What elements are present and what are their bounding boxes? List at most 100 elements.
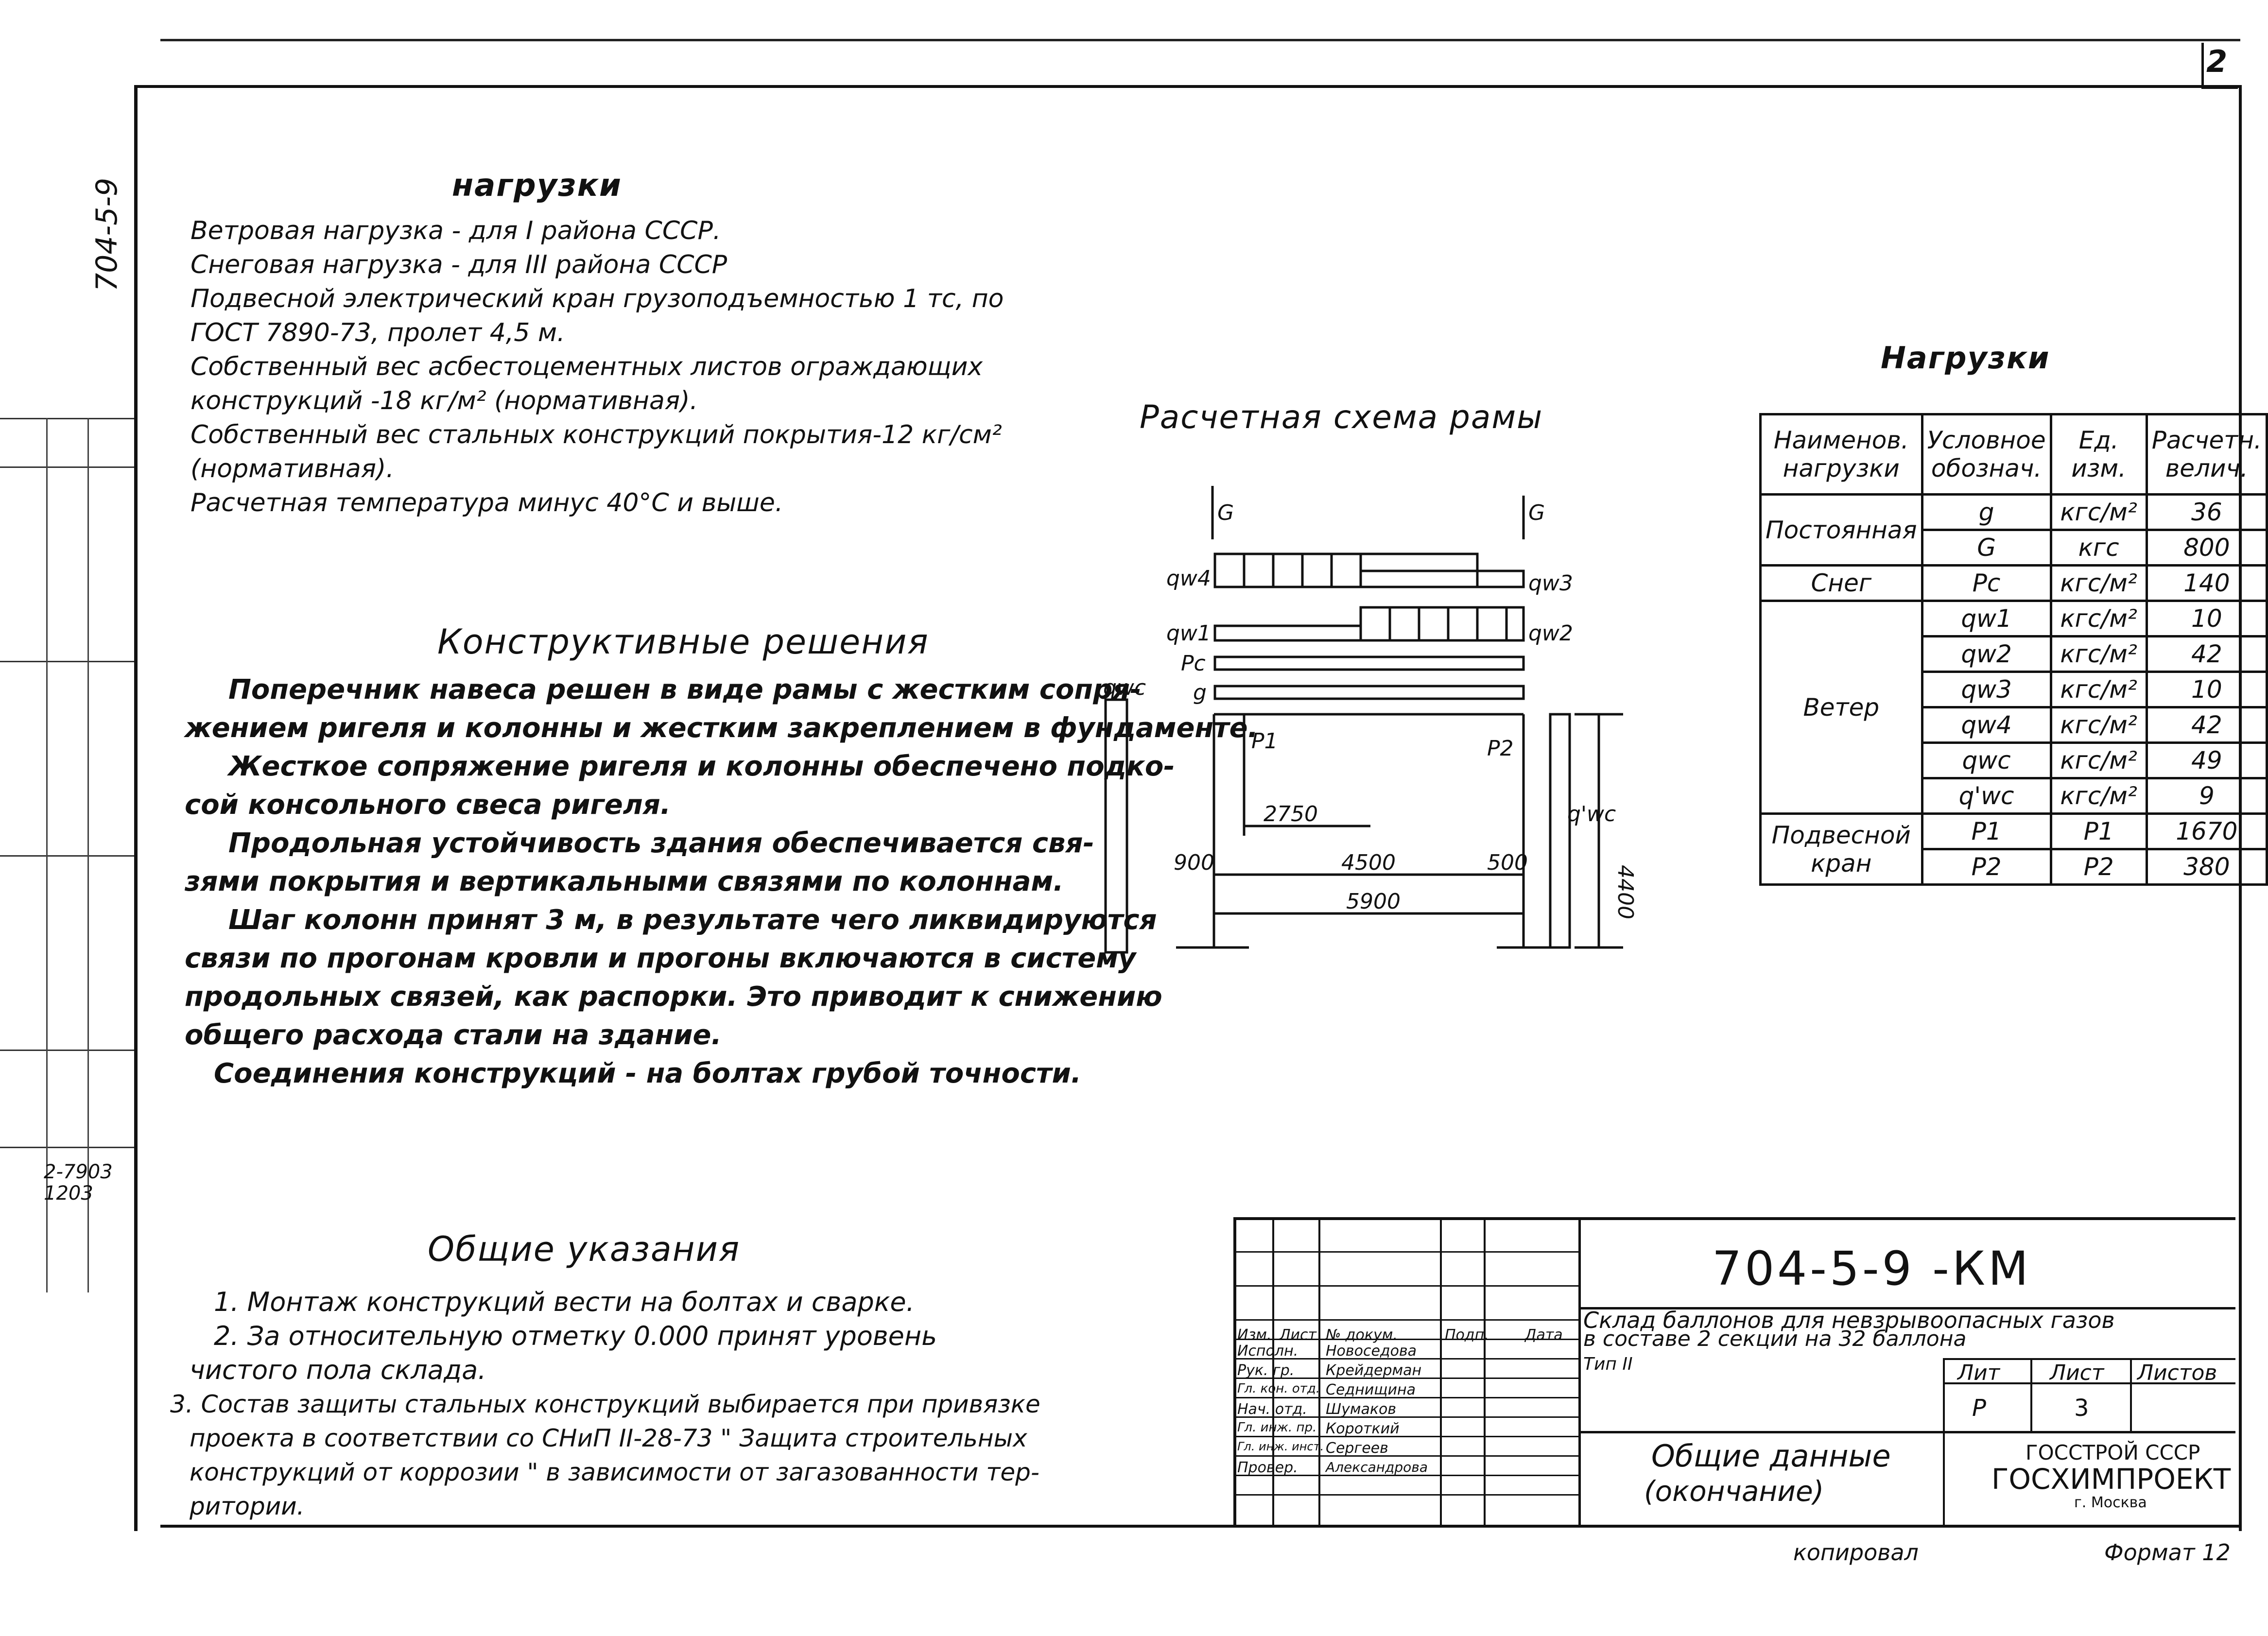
page-number-box xyxy=(2201,43,2238,89)
cell-unit: кгс/м² xyxy=(2049,493,2148,531)
text-line: Шаг колонн принят 3 м, в результате чего… xyxy=(228,904,1157,936)
cell-symbol: G xyxy=(1921,529,2052,567)
table-row: Снег Pc кгс/м² 140 xyxy=(1759,564,2268,602)
text-line: 1. Монтаж конструкций вести на болтах и … xyxy=(214,1287,915,1317)
notes-section-text: 1. Монтаж конструкций вести на болтах и … xyxy=(170,1285,1040,1523)
doc-title-line1: Общие данные xyxy=(1651,1438,1891,1474)
label-g: g xyxy=(1193,680,1207,705)
col-header-doc: № докум. xyxy=(1326,1326,1398,1343)
text-line: зями покрытия и вертикальными связями по… xyxy=(185,866,1064,897)
dim-4500: 4500 xyxy=(1341,850,1396,875)
text-line: конструкций -18 кг/м² (нормативная). xyxy=(190,386,698,415)
label-pc: Pc xyxy=(1181,651,1206,676)
sheets-label: Листов xyxy=(2137,1360,2217,1385)
cell-value: 800 xyxy=(2145,529,2268,567)
cell-symbol: qw4 xyxy=(1921,706,2052,744)
role-label: Провер. xyxy=(1237,1459,1298,1476)
org-line1: ГОССТРОЙ СССР xyxy=(2026,1441,2200,1464)
object-name-line1: Склад баллонов для невзрывоопасных газов xyxy=(1583,1307,2115,1333)
text-line: ГОСТ 7890-73, пролет 4,5 м. xyxy=(190,318,565,347)
col-header-sign: Подп. xyxy=(1445,1326,1489,1343)
table-row: qw3 кгс/м² 10 xyxy=(1761,671,2268,708)
cell-unit: кгс/м² xyxy=(2049,600,2148,637)
text-line: 3. Состав защиты стальных конструкций вы… xyxy=(170,1390,1040,1418)
loads-table-title: Нагрузки xyxy=(1881,340,2050,376)
cell-unit: кгс/м² xyxy=(2049,741,2148,779)
text-line: Поперечник навеса решен в виде рамы с же… xyxy=(228,674,1142,706)
cell-unit: P1 xyxy=(2049,812,2148,850)
side-code: 704-5-9 xyxy=(90,177,124,292)
left-binding-strip xyxy=(0,418,134,1292)
text-line: Продольная устойчивость здания обеспечив… xyxy=(228,827,1094,859)
table-row: qw4 кгс/м² 42 xyxy=(1761,706,2268,744)
cell-unit: кгс/м² xyxy=(2049,706,2148,744)
group-name: Постоянная xyxy=(1759,493,1923,567)
label-qwc: qwc xyxy=(1103,675,1146,700)
page-number: 2 xyxy=(2206,44,2228,79)
dim-4400: 4400 xyxy=(1613,865,1638,919)
loads-table: Наименов. нагрузки Условное обознач. Ед.… xyxy=(1759,413,2268,886)
cell-unit: кгс/м² xyxy=(2049,635,2148,673)
text-line: Жесткое сопряжение ригеля и колонны обес… xyxy=(228,751,1175,782)
cell-symbol: q'wc xyxy=(1921,777,2052,815)
cell-value: 380 xyxy=(2145,848,2268,886)
table-row: Подвесной кран P1 P1 1670 xyxy=(1759,812,2268,886)
bottom-rule xyxy=(160,1525,2240,1528)
table-row: qwc кгс/м² 49 xyxy=(1761,741,2268,779)
role-label: Рук. гр. xyxy=(1237,1362,1295,1379)
col-header: Расчетн. велич. xyxy=(2145,413,2268,496)
org-line2: ГОСХИМПРОЕКТ xyxy=(1991,1463,2231,1496)
cell-symbol: qw2 xyxy=(1921,635,2052,673)
dim-900: 900 xyxy=(1174,850,1214,875)
role-name: Седнищина xyxy=(1326,1381,1416,1398)
dim-5900: 5900 xyxy=(1346,889,1401,914)
text-line: ритории. xyxy=(190,1492,305,1520)
role-label: Нач. отд. xyxy=(1237,1401,1307,1418)
table-header-row: Наименов. нагрузки Условное обознач. Ед.… xyxy=(1759,413,2268,496)
label-p1: P1 xyxy=(1251,729,1278,754)
cell-value: 42 xyxy=(2145,706,2268,744)
notes-section-title: Общие указания xyxy=(428,1229,741,1269)
cell-symbol: qw3 xyxy=(1921,671,2052,708)
cell-unit: кгс/м² xyxy=(2049,777,2148,815)
role-name: Крейдерман xyxy=(1326,1362,1422,1379)
role-name: Новоседова xyxy=(1326,1343,1417,1360)
text-line: конструкций от коррозии " в зависимости … xyxy=(190,1458,1039,1486)
label-qw4: qw4 xyxy=(1166,566,1211,591)
left-strip-number: 2-7903 xyxy=(44,1161,113,1183)
cell-symbol: Pc xyxy=(1921,564,2052,602)
col-header-izm: Изм. xyxy=(1237,1326,1272,1343)
left-strip-number: 1203 xyxy=(44,1182,93,1205)
label-qw1: qw1 xyxy=(1166,621,1211,646)
text-line: общего расхода стали на здание. xyxy=(185,1019,722,1051)
group-name: Подвесной кран xyxy=(1759,812,1923,886)
col-header: Условное обознач. xyxy=(1921,413,2052,496)
org-line3: г. Москва xyxy=(2074,1494,2147,1511)
text-line: продольных связей, как распорки. Это при… xyxy=(185,981,1162,1013)
drawing-code: 704-5-9 -КМ xyxy=(1712,1241,2031,1296)
frame-scheme-diagram: G G qw4 qw3 qw1 qw2 Pc g qwc q'wc P1 P2 … xyxy=(1103,486,1638,954)
label-G-right: G xyxy=(1528,500,1545,525)
text-line: сой консольного свеса ригеля. xyxy=(185,789,671,821)
frame-scheme-title: Расчетная схема рамы xyxy=(1140,398,1543,436)
role-name: Сергеев xyxy=(1326,1440,1388,1457)
cell-unit: кгс xyxy=(2049,529,2148,567)
top-rule xyxy=(160,39,2240,41)
cell-unit: P2 xyxy=(2049,848,2148,886)
dim-2750: 2750 xyxy=(1264,802,1318,827)
cell-value: 10 xyxy=(2145,600,2268,637)
cell-unit: кгс/м² xyxy=(2049,564,2148,602)
design-section-title: Конструктивные решения xyxy=(437,622,929,662)
cell-symbol: P1 xyxy=(1921,812,2052,850)
cell-symbol: qw1 xyxy=(1921,600,2052,637)
label-q1wc: q'wc xyxy=(1567,802,1616,827)
cell-symbol: g xyxy=(1921,493,2052,531)
label-qw3: qw3 xyxy=(1528,571,1573,596)
text-line: проекта в соответствии со СНиП II-28-73 … xyxy=(190,1424,1027,1452)
footer-copied: копировал xyxy=(1793,1539,1919,1566)
table-row: G кгс 800 xyxy=(1761,529,2268,567)
label-p2: P2 xyxy=(1487,736,1514,761)
role-name: Короткий xyxy=(1326,1420,1400,1437)
text-line: Собственный вес асбестоцементных листов … xyxy=(190,352,983,381)
role-name: Александрова xyxy=(1326,1459,1428,1475)
